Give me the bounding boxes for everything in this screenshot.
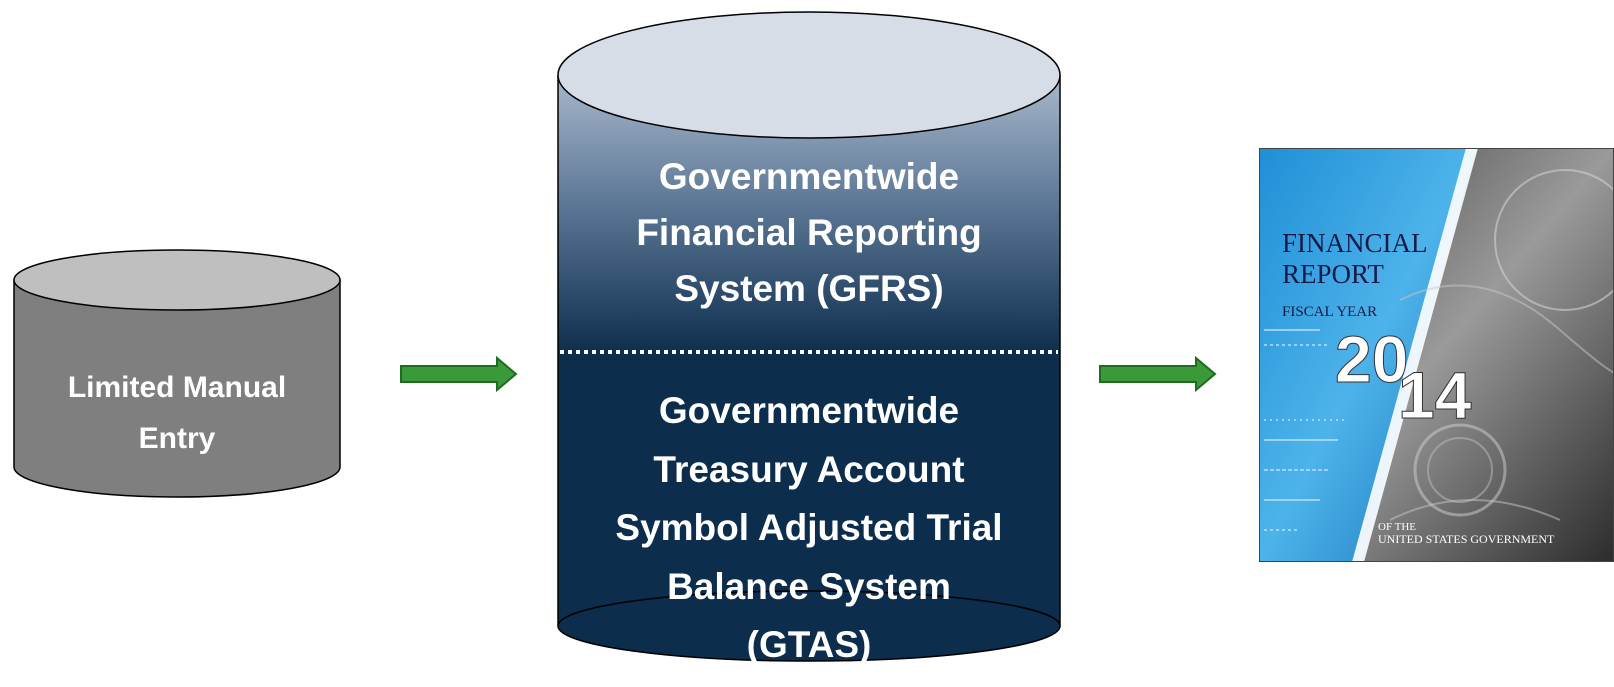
label-line: Balance System: [667, 565, 951, 607]
gtas-label: Governmentwide Treasury Account Symbol A…: [558, 382, 1060, 675]
label-line: (GTAS): [746, 624, 872, 665]
label-line: Treasury Account: [653, 448, 965, 490]
label-line: Financial Reporting: [636, 212, 982, 253]
arrow-right-icon: [1099, 355, 1217, 393]
label-line: Symbol Adjusted Trial: [615, 507, 1003, 548]
label-line: Governmentwide: [658, 156, 960, 197]
manual-entry-db-top: [13, 249, 341, 311]
main-db-top: [557, 11, 1061, 139]
financial-report-cover: FINANCIAL REPORT FISCAL YEAR 20 14 OF TH…: [1259, 148, 1614, 562]
cover-footer-line2: UNITED STATES GOVERNMENT: [1378, 532, 1555, 546]
gfrs-label: Governmentwide Financial Reporting Syste…: [558, 149, 1060, 317]
cover-title-line1: FINANCIAL: [1282, 228, 1428, 258]
label-line: Limited Manual: [67, 371, 287, 404]
manual-entry-db-body: [13, 279, 341, 498]
cover-year-part1: 20: [1335, 322, 1408, 396]
label-line: Governmentwide: [658, 390, 960, 431]
cover-footer-line1: OF THE: [1378, 521, 1416, 533]
gtas-section: [558, 350, 1060, 626]
label-line: System (GFRS): [674, 268, 944, 309]
label-line: Entry: [138, 422, 216, 455]
cover-subtitle: FISCAL YEAR: [1282, 304, 1377, 320]
seal-icon: [1413, 423, 1507, 517]
manual-entry-database: [13, 249, 341, 498]
manual-entry-label: Limited Manual Entry: [14, 362, 340, 464]
cover-title-line2: REPORT: [1282, 259, 1384, 289]
globe-icon: [1494, 169, 1614, 311]
cover-stripes: [1264, 329, 1345, 531]
cover-year-part2: 14: [1398, 358, 1472, 432]
main-database: [557, 11, 1061, 662]
arrow-right-icon: [400, 355, 518, 393]
